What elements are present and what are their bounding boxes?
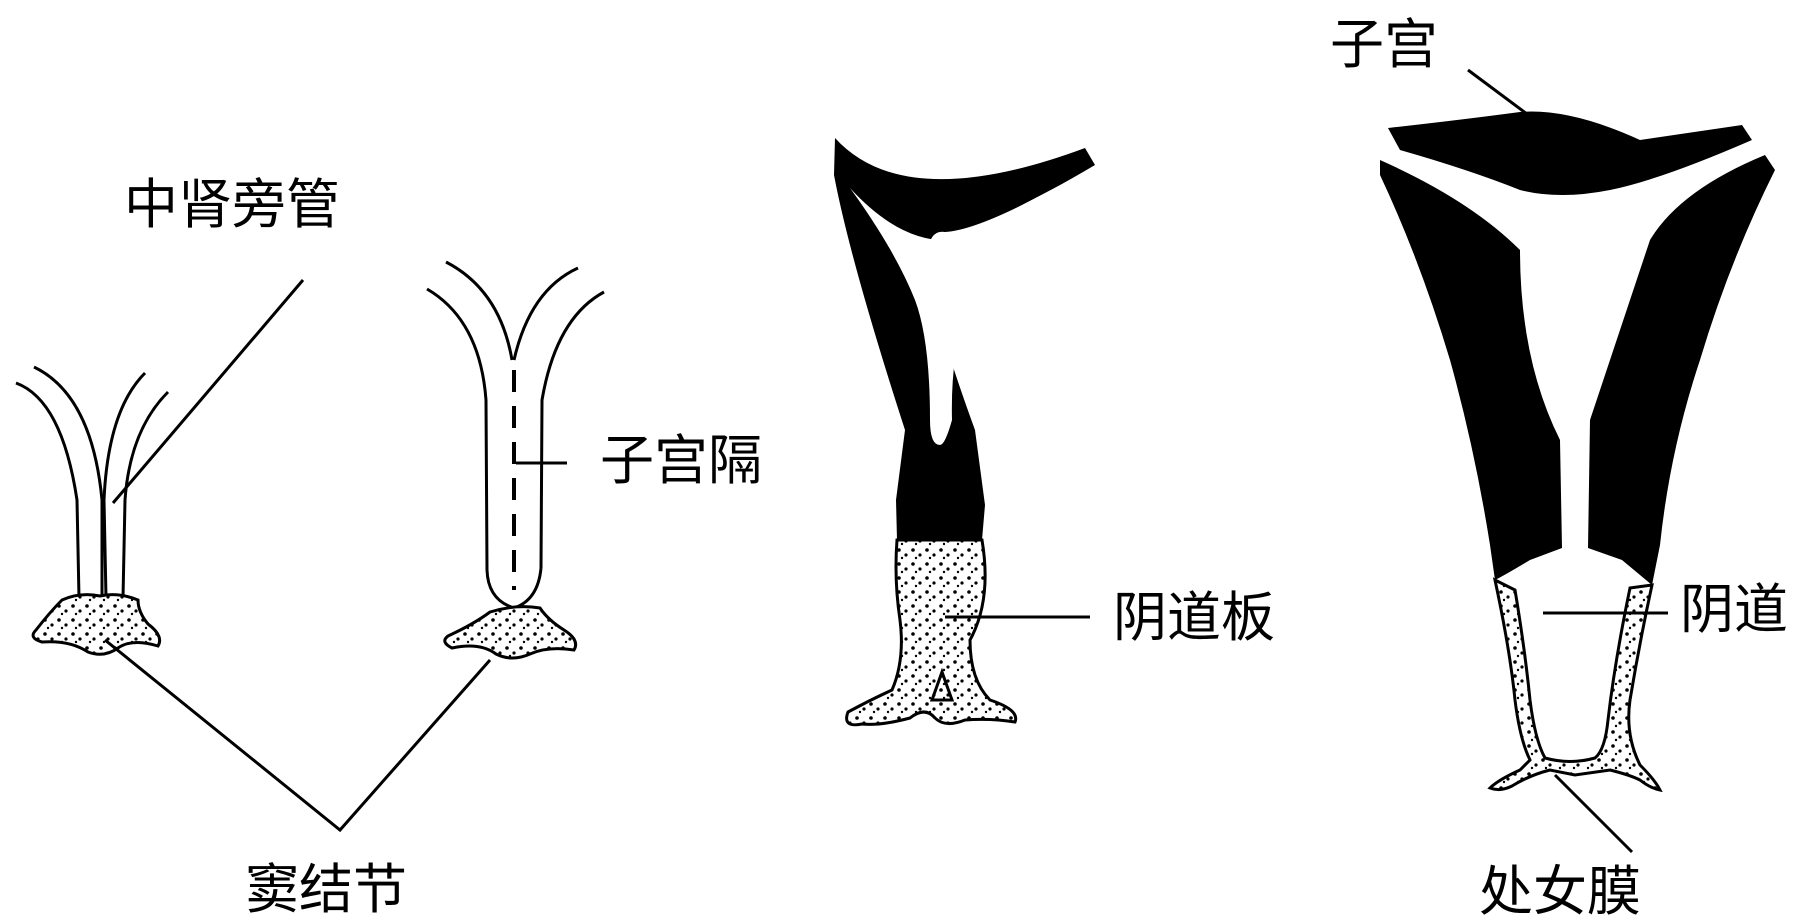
leader-sinus-tubercle: [105, 640, 490, 830]
stage-1-left-duct-inner: [34, 367, 102, 598]
stage-1-right-duct-outer: [123, 392, 168, 598]
stage-1-sinus-tubercle: [33, 595, 160, 655]
stage-4-uterus-vagina: [1380, 112, 1775, 790]
stage-4-uterine-fundus: [1388, 112, 1752, 195]
stage-3-vaginal-plate: [834, 138, 1095, 725]
label-sinus-tubercle: 窦结节: [245, 858, 407, 921]
leader-hymen: [1555, 775, 1632, 852]
label-hymen: 处女膜: [1479, 860, 1641, 923]
stage-4-right-wall: [1588, 155, 1775, 585]
stage-2-left-horn-inner: [446, 262, 512, 360]
label-vaginal-plate: 阴道板: [1113, 586, 1275, 649]
label-mesonephric-duct: 中肾旁管: [124, 173, 340, 236]
stage-1-left-duct-outer: [16, 383, 79, 598]
stage-4-left-wall: [1380, 160, 1562, 580]
stage-1-paired-ducts: [16, 367, 168, 654]
label-vagina: 阴道: [1680, 578, 1788, 641]
stage-2-right-horn-outer: [541, 292, 604, 568]
label-uterus: 子宫: [1330, 13, 1438, 76]
stage-2-sinus-tubercle: [445, 607, 576, 658]
stage-2-left-horn-outer: [427, 289, 487, 570]
leader-mesonephric-duct: [113, 280, 303, 503]
stage-2-fused-ducts: [427, 262, 604, 658]
stage-3-vaginal-plate-body: [847, 540, 1016, 725]
leader-uterus: [1468, 70, 1535, 120]
stage-2-right-horn-inner: [514, 268, 578, 360]
label-uterine-septum: 子宫隔: [600, 429, 762, 492]
stage-3-uterine-wall: [834, 138, 1095, 540]
